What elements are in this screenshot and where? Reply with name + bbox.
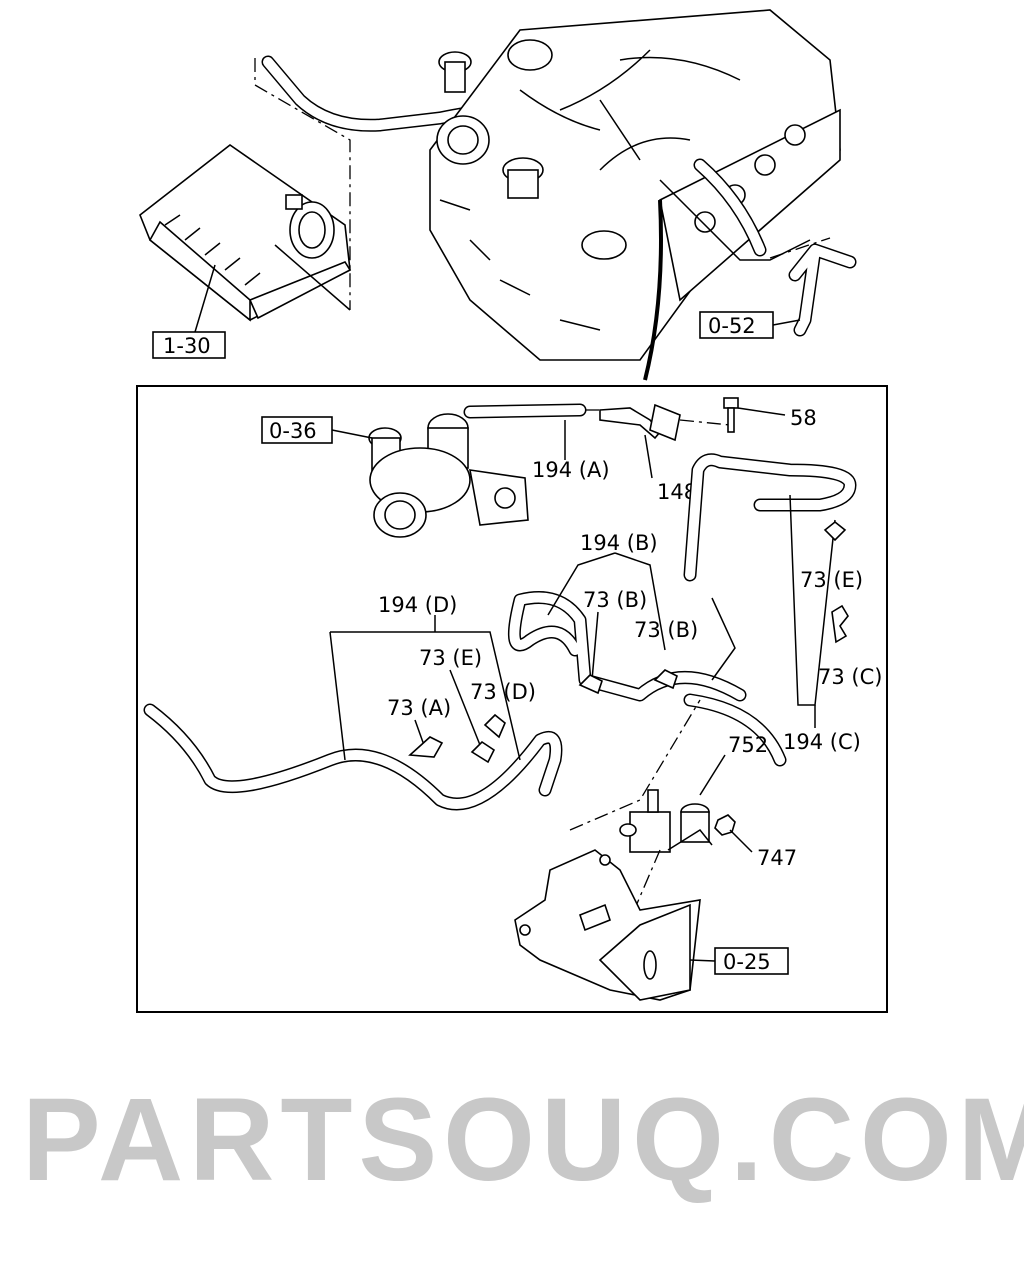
pipe-0-52-illustration [788, 243, 857, 337]
callout-747[interactable]: 747 [757, 846, 797, 870]
callout-73b-2[interactable]: 73 (B) [634, 618, 698, 642]
clip-73e-right [823, 520, 847, 542]
clip-73b-2 [653, 669, 678, 690]
callout-73c[interactable]: 73 (C) [818, 665, 882, 689]
clip-73c [831, 604, 849, 644]
bolt-58-illustration [723, 397, 739, 433]
callout-194d[interactable]: 194 (D) [378, 593, 457, 617]
detail-frame [136, 385, 888, 1013]
ref-label-0-25[interactable]: 0-25 [723, 950, 771, 974]
callout-73d[interactable]: 73 (D) [470, 680, 536, 704]
bracket-illustration [514, 849, 701, 1001]
ref-label-1-30[interactable]: 1-30 [163, 334, 211, 358]
ref-box-0-36[interactable] [261, 416, 333, 444]
callout-73a[interactable]: 73 (A) [387, 696, 451, 720]
callout-73e-left[interactable]: 73 (E) [419, 646, 482, 670]
callout-58[interactable]: 58 [790, 406, 817, 430]
callout-752[interactable]: 752 [728, 733, 768, 757]
ref-label-0-52[interactable]: 0-52 [708, 314, 756, 338]
callout-73b-1[interactable]: 73 (B) [583, 588, 647, 612]
air-cleaner-illustration [139, 144, 352, 322]
callout-194b[interactable]: 194 (B) [580, 531, 658, 555]
callout-194a[interactable]: 194 (A) [532, 458, 610, 482]
callout-194c[interactable]: 194 (C) [783, 730, 861, 754]
engine-block-illustration [429, 9, 841, 361]
ref-box-1-30[interactable] [152, 331, 226, 359]
watermark: PARTSOUQ.COM [22, 1074, 1024, 1206]
callout-73e-right[interactable]: 73 (E) [800, 568, 863, 592]
clip-73d [483, 713, 506, 739]
clip-73b-1 [578, 674, 603, 695]
vsv-valve-illustration [619, 789, 710, 853]
turbocharger-illustration [368, 413, 529, 538]
clip-73a [408, 736, 444, 758]
clip-73e-left [470, 740, 496, 764]
ref-label-0-36[interactable]: 0-36 [269, 419, 317, 443]
ref-box-0-52[interactable] [699, 311, 774, 339]
